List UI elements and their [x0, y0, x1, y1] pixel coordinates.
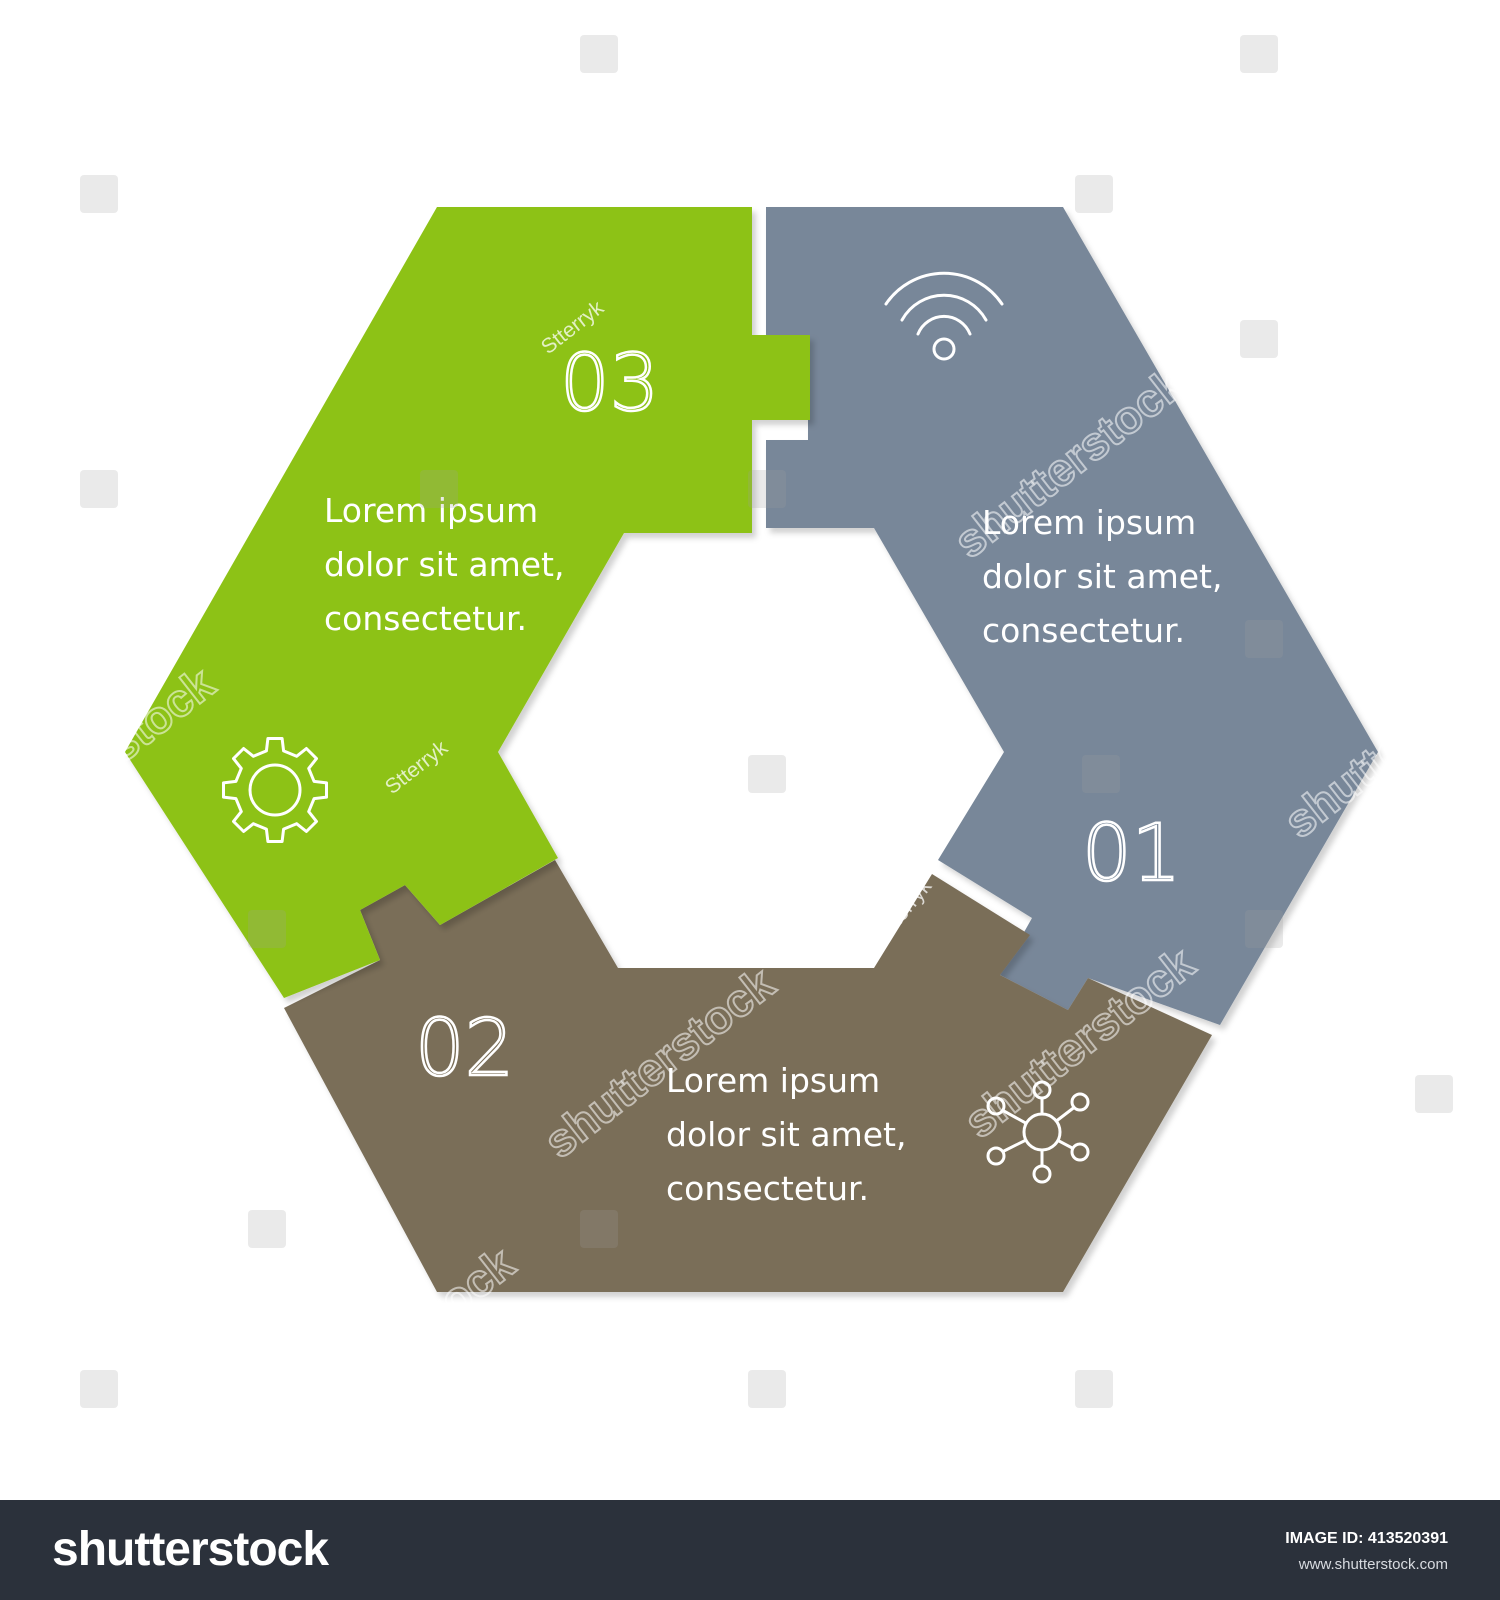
segment-03-line-1: Lorem ipsum: [324, 491, 538, 530]
watermark-box: [80, 175, 118, 213]
footer-bar: shutterstock IMAGE ID: 413520391 www.shu…: [0, 1500, 1500, 1600]
segment-03-line-2: dolor sit amet,: [324, 545, 564, 584]
watermark-box: [748, 470, 786, 508]
segment-01-line-3: consectetur.: [982, 611, 1185, 650]
segment-02-line-1: Lorem ipsum: [666, 1061, 880, 1100]
network-icon: [986, 1080, 1090, 1184]
segment-02-line-2: dolor sit amet,: [666, 1115, 906, 1154]
watermark-box: [580, 1210, 618, 1248]
segment-03-number: 03: [560, 339, 659, 429]
footer-brand-logo: shutterstock: [52, 1523, 329, 1576]
watermark-box: [748, 755, 786, 793]
footer-image-id: IMAGE ID: 413520391: [1285, 1530, 1448, 1547]
segment-03-text: Lorem ipsum dolor sit amet, consectetur.: [324, 491, 564, 638]
segment-01: [766, 207, 1378, 1025]
wifi-icon: [884, 271, 1004, 361]
segment-02-number: 02: [415, 1004, 514, 1094]
watermark-box: [1245, 910, 1283, 948]
watermark-box: [1082, 755, 1120, 793]
segment-02: [284, 860, 1212, 1292]
watermark-box: [1075, 1370, 1113, 1408]
watermark-text: shutterstock: [274, 1237, 524, 1448]
segment-02-text: Lorem ipsum dolor sit amet, consectetur.: [666, 1061, 906, 1208]
watermark-box: [1245, 620, 1283, 658]
watermark-box: [1075, 175, 1113, 213]
watermark-box: [748, 1370, 786, 1408]
watermark-text: shutterstock: [774, 0, 1024, 118]
segment-01-line-2: dolor sit amet,: [982, 557, 1222, 596]
segment-02-line-3: consectetur.: [666, 1169, 869, 1208]
watermark-box: [248, 910, 286, 948]
watermark-box: [1240, 35, 1278, 73]
watermark-box: [1240, 320, 1278, 358]
watermark-box: [580, 35, 618, 73]
watermark-box: [248, 1210, 286, 1248]
gear-icon: [222, 737, 328, 843]
segment-01-text: Lorem ipsum dolor sit amet, consectetur.: [982, 503, 1222, 650]
footer-site-url: www.shutterstock.com: [1298, 1556, 1448, 1573]
watermark-box: [420, 470, 458, 508]
watermark-box: [80, 1370, 118, 1408]
segment-01-number: 01: [1082, 809, 1181, 899]
segment-01-line-1: Lorem ipsum: [982, 503, 1196, 542]
segment-03-line-3: consectetur.: [324, 599, 527, 638]
watermark-text: shutterstock: [1274, 57, 1500, 268]
watermark-box: [80, 470, 118, 508]
watermark-box: [1415, 1075, 1453, 1113]
